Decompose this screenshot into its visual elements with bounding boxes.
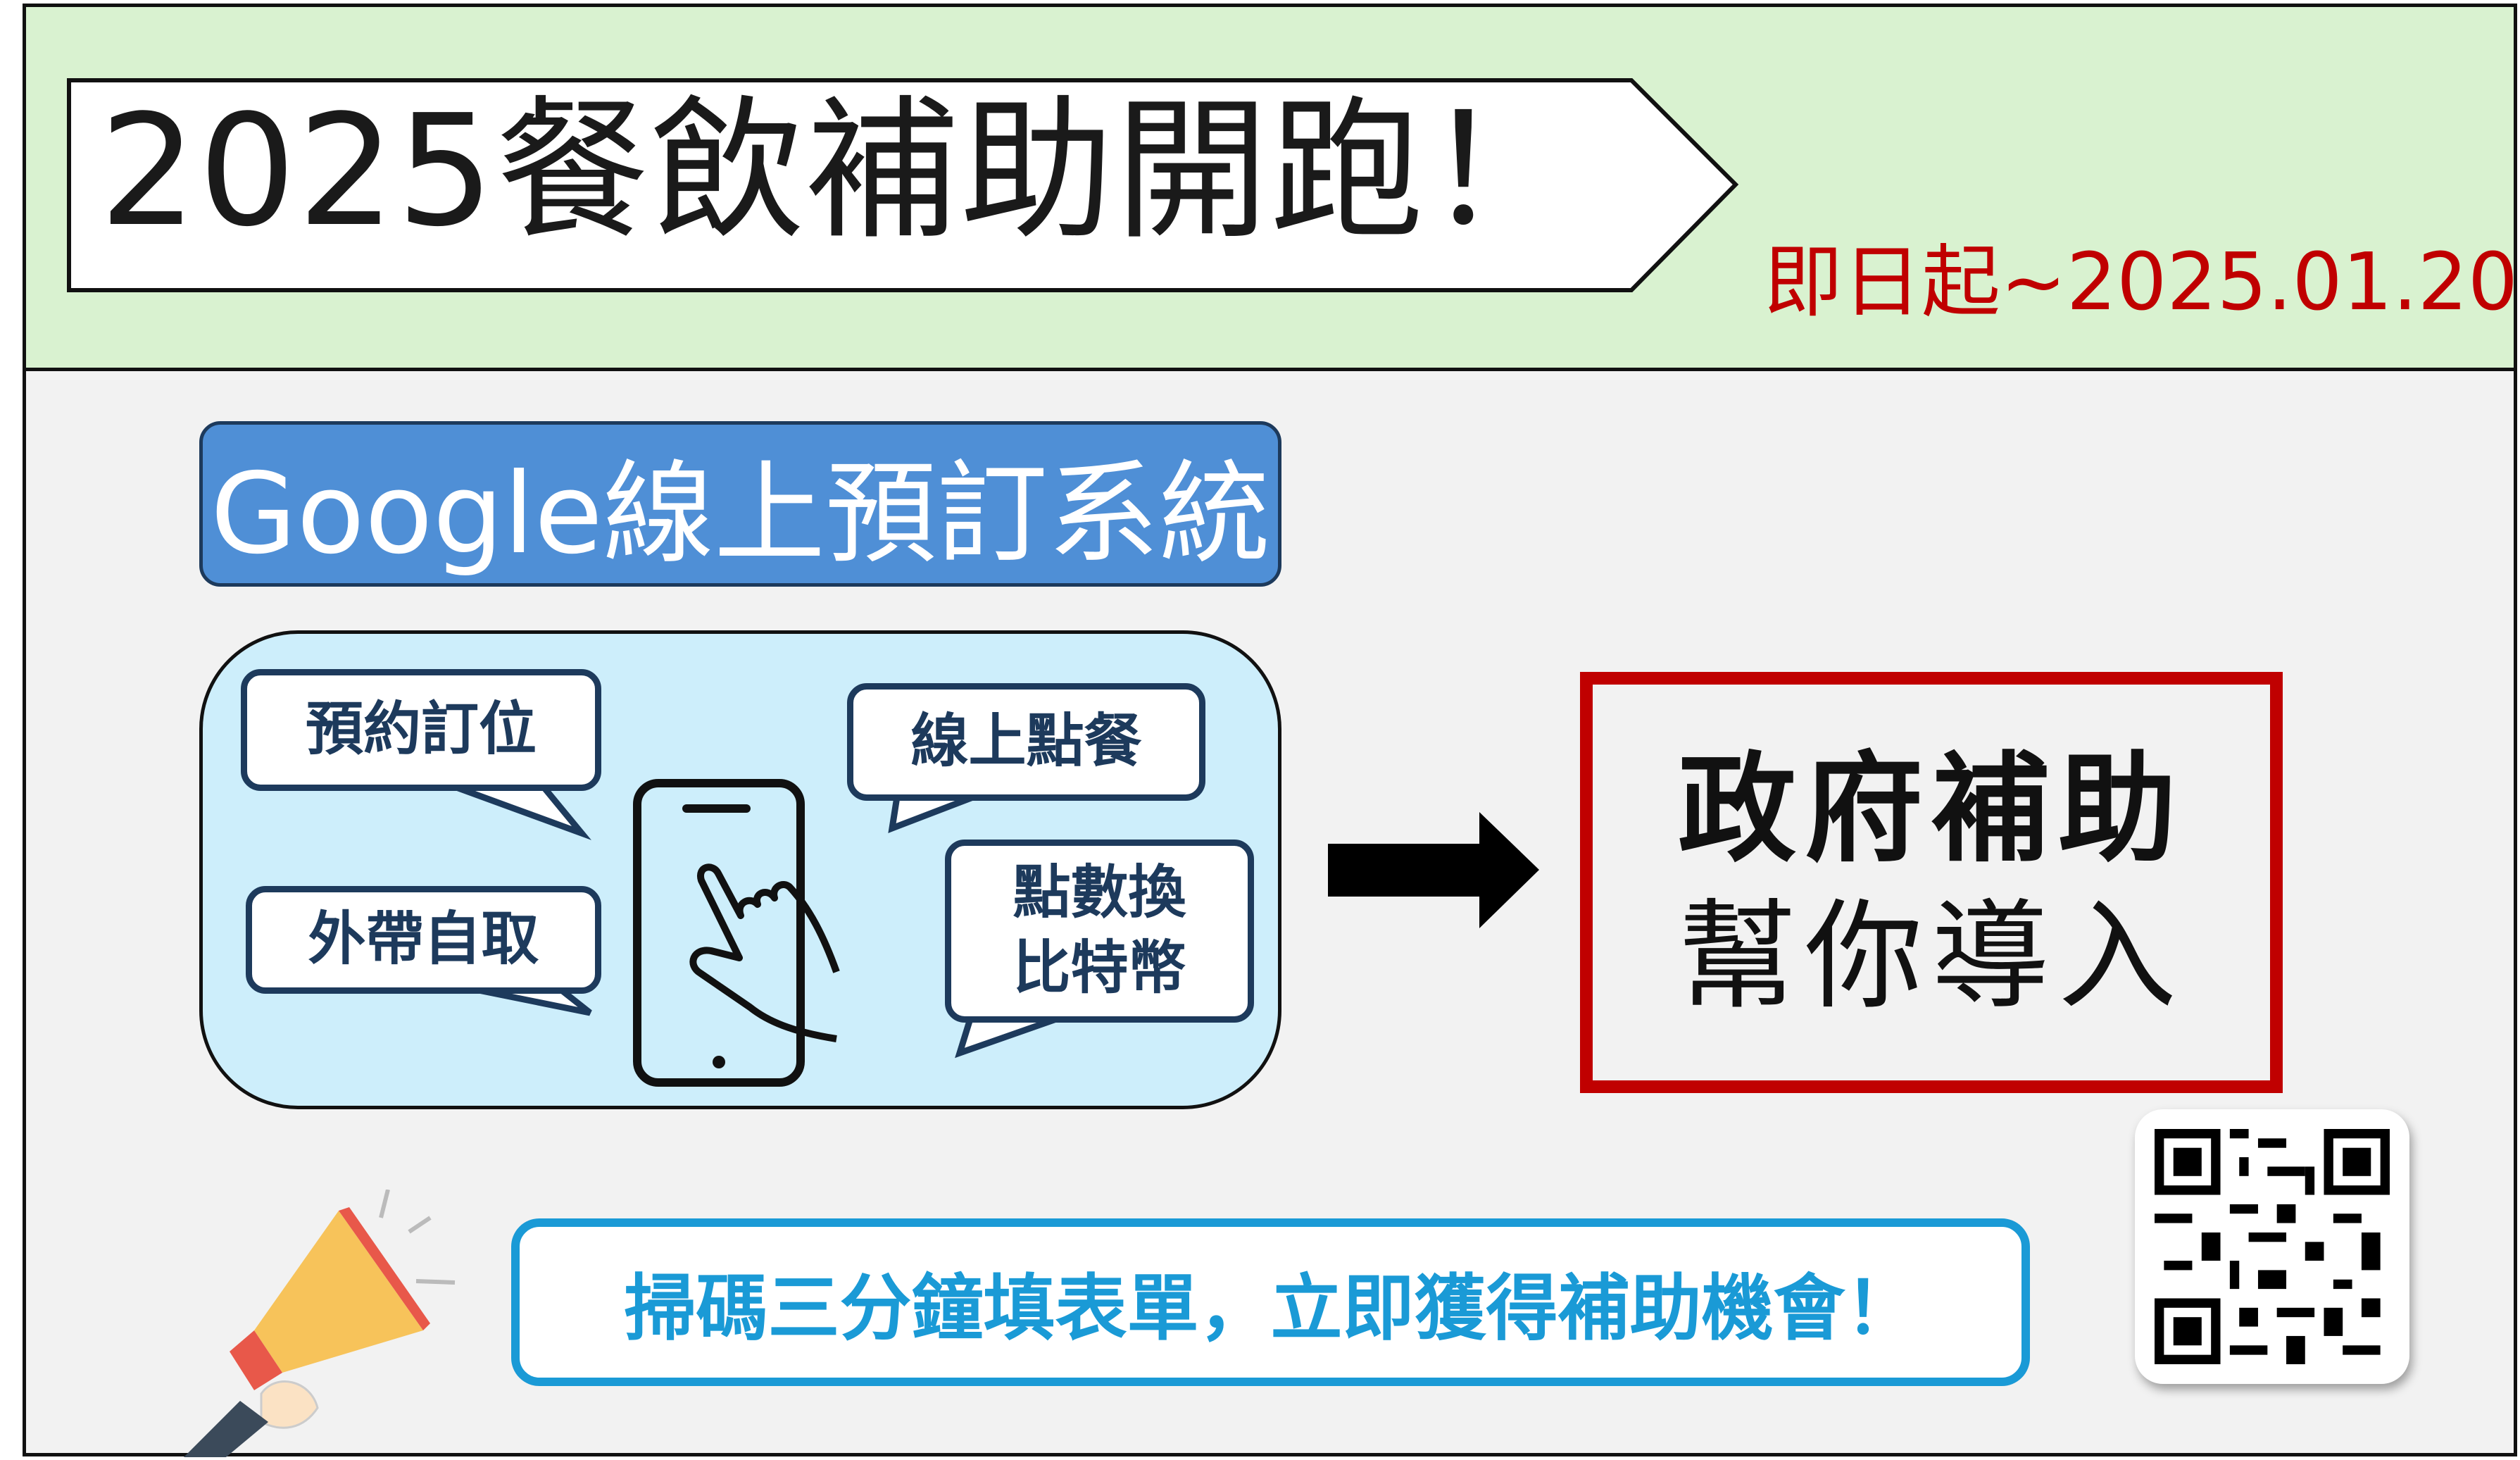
phone-tap-icon [633,779,840,1087]
points-line2: 比特幣 [1013,935,1186,1002]
page-title: 2025餐飲補助開跑！ [99,82,1580,261]
qr-code[interactable] [2135,1109,2409,1384]
subsidy-line2: 幫你導入 [1678,887,2185,1025]
feature-bubble-points: 點數換 比特幣 [945,840,1254,1023]
title-arrow-shape [67,78,1739,292]
date-range: 即日起~2025.01.20 [1764,237,2519,328]
megaphone-icon [184,1190,456,1457]
scan-qr-banner[interactable]: 掃碼三分鐘填表單，立即獲得補助機會！ [511,1218,2030,1386]
feature-bubble-reserve: 預約訂位 [241,669,601,791]
points-line1: 點數換 [1013,859,1186,927]
google-booking-system-label: Google線上預訂系統 [199,421,1281,587]
qr-code-pattern [2155,1129,2390,1364]
feature-bubble-online-order: 線上點餐 [847,683,1205,801]
subsidy-line1: 政府補助 [1678,739,2185,878]
subsidy-box: 政府補助 幫你導入 [1580,672,2283,1093]
feature-bubble-takeout: 外帶自取 [246,886,601,994]
right-arrow-icon [1328,812,1539,928]
